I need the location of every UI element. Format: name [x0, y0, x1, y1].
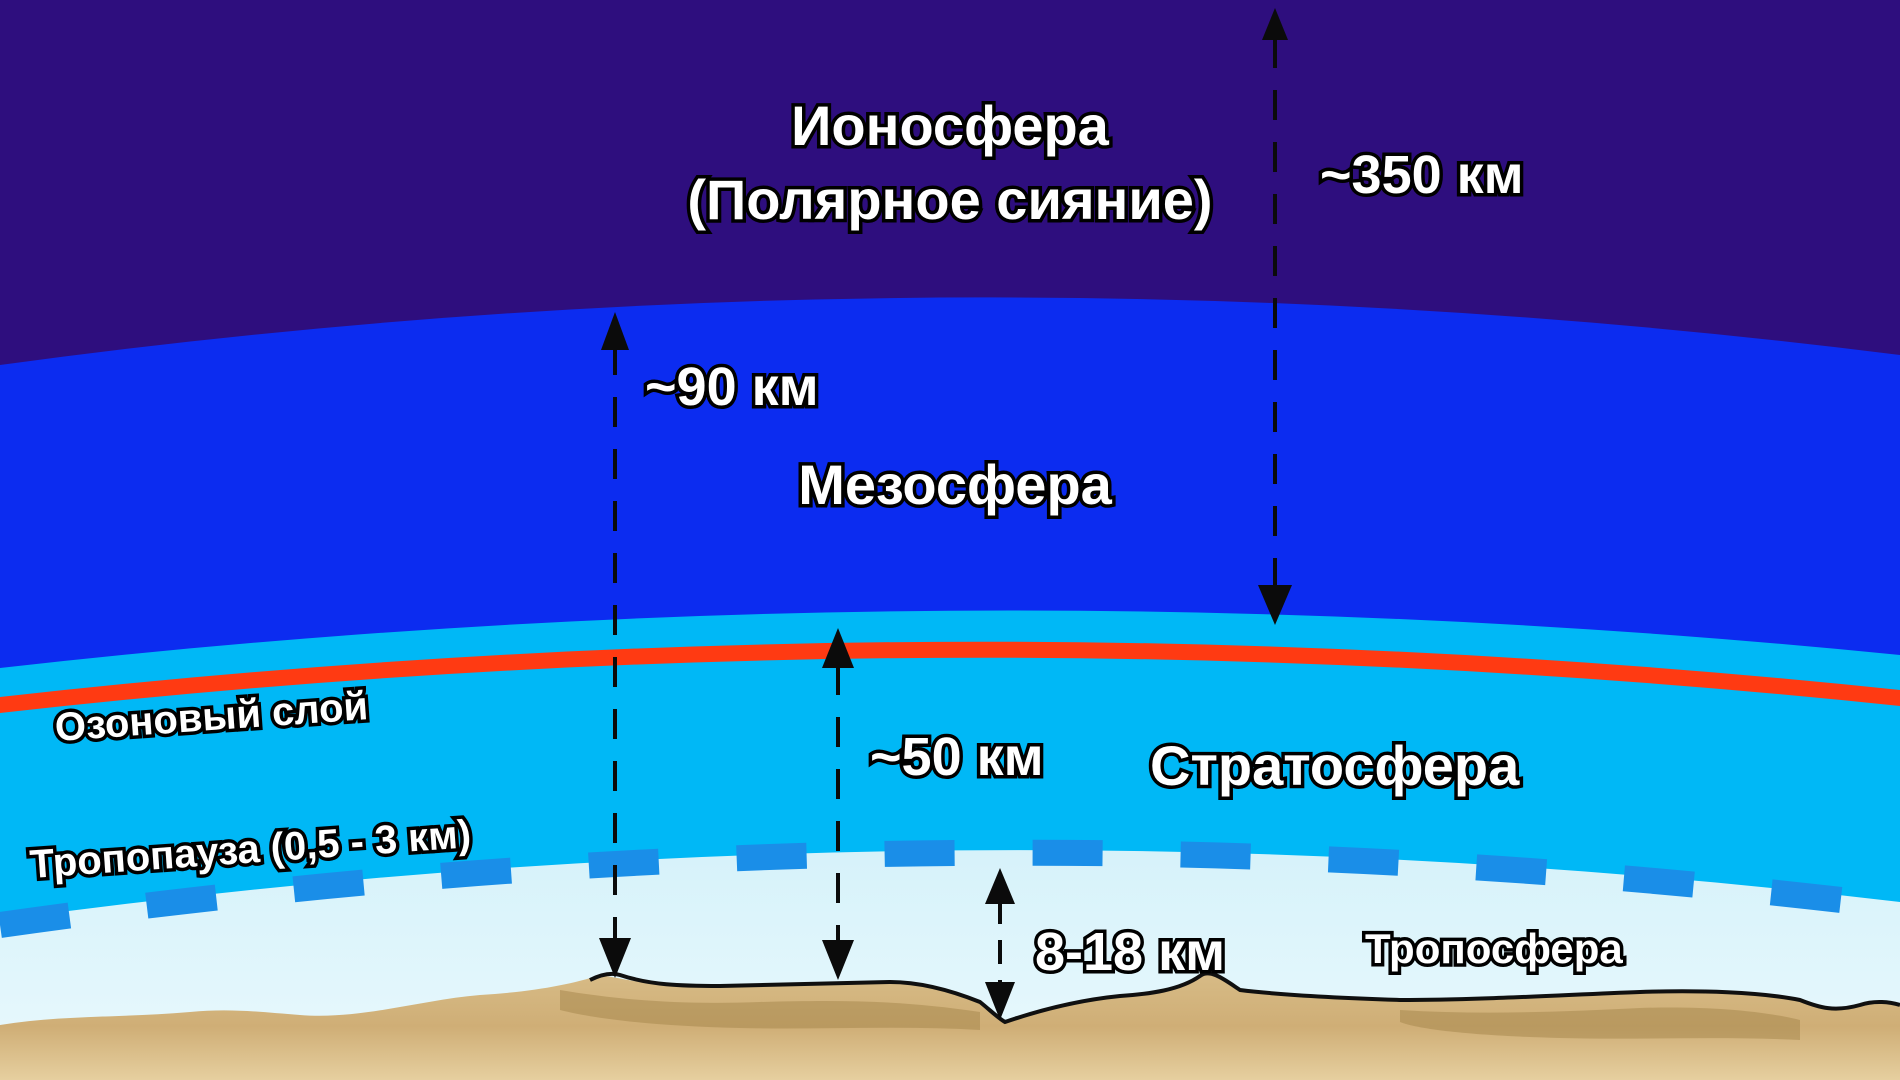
stratosphere-height-arrow	[822, 628, 854, 980]
mesosphere-height-arrow	[599, 312, 631, 978]
stratosphere-label: Стратосфера	[1146, 734, 1522, 797]
ground-hills-dark	[560, 990, 1800, 1040]
troposphere-label: Тропосфера	[1362, 924, 1627, 973]
ionosphere-label: Ионосфера	[788, 94, 1113, 157]
tropopause-boundary	[0, 839, 1900, 938]
ionosphere-note-label: (Полярное сияние)	[684, 168, 1216, 231]
ionosphere-height-arrow	[1258, 8, 1292, 625]
ionosphere-height-label: ~350 км	[1317, 145, 1528, 206]
mesosphere-label: Мезосфера	[795, 453, 1116, 516]
troposphere-height-label: 8-18 км	[1031, 922, 1228, 983]
troposphere-height-arrow	[985, 868, 1015, 1020]
ozone-layer-band	[0, 641, 1900, 713]
mesosphere-height-label: ~90 км	[642, 357, 823, 418]
horizon-outline	[589, 971, 1900, 1025]
stratosphere-height-label: ~50 км	[867, 727, 1048, 788]
